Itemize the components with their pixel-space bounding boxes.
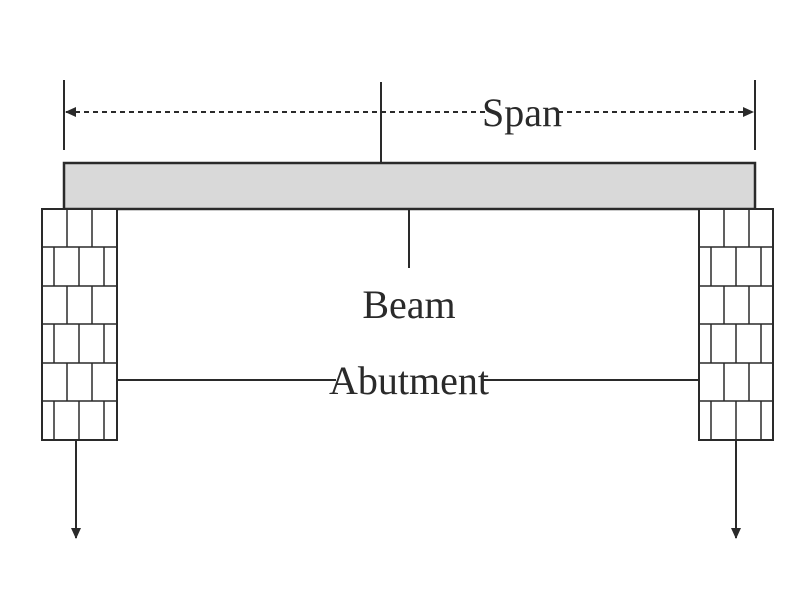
left-abutment [41,208,118,441]
span-label: Span [482,90,562,135]
right-abutment [698,208,774,441]
beam [62,161,757,211]
beam-label: Beam [362,282,455,327]
abutment-label: Abutment [329,358,489,403]
